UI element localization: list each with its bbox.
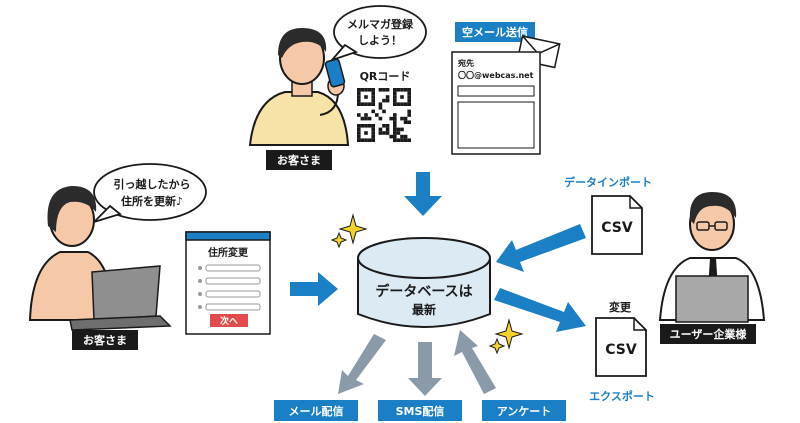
output-badge-survey: アンケート — [482, 400, 566, 421]
speech-bubble-left: 引っ越したから 住所を更新♪ — [93, 163, 207, 223]
customer-top-label: お客さま — [277, 153, 321, 167]
sparkle-icon-lower — [488, 318, 524, 355]
email-to-label: 宛先 — [457, 58, 474, 68]
next-button-label: 次へ — [220, 315, 238, 327]
form-fields — [198, 264, 261, 311]
company-label: ユーザー企業様 — [670, 327, 748, 341]
bubble-left-line2: 住所を更新♪ — [121, 194, 183, 208]
company-person-illustration — [658, 192, 766, 323]
company-badge: ユーザー企業様 — [660, 324, 756, 344]
arrow-down-from-email — [404, 172, 442, 216]
customer-left-illustration — [28, 186, 172, 331]
arrow-to-mail-delivery — [338, 334, 386, 394]
qr-code-icon — [355, 86, 413, 144]
sparkle-icon-upper — [330, 213, 368, 249]
arrow-to-export — [494, 288, 586, 332]
database-line2: 最新 — [412, 302, 436, 317]
qr-code-group: QRコード — [355, 70, 413, 144]
csv-import-text: CSV — [601, 220, 633, 236]
output-sms-label: SMS配信 — [396, 404, 445, 418]
customer-top-illustration — [248, 28, 350, 146]
empty-email-badge: 空メール送信 — [462, 25, 528, 39]
bubble-left-line1: 引っ越したから — [114, 177, 191, 191]
customer-left-label: お客さま — [83, 333, 127, 347]
address-change-form: 住所変更 次へ — [185, 231, 271, 335]
customer-left-badge: お客さま — [72, 330, 138, 350]
bubble-top-line2: しよう！ — [358, 34, 402, 47]
output-mail-label: メール配信 — [289, 404, 344, 418]
export-change-label: 変更 — [609, 300, 632, 314]
email-address: 〇〇@webcas.net — [458, 70, 534, 80]
import-label: データインポート — [564, 175, 652, 189]
csv-export-text: CSV — [605, 342, 637, 358]
arrow-from-import — [496, 224, 586, 272]
empty-email-card: 空メール送信 宛先 〇〇@webcas.net — [451, 22, 561, 155]
arrow-to-sms-delivery — [408, 342, 442, 396]
database-cylinder: データベースは 最新 — [357, 237, 491, 328]
csv-export-file-icon: CSV — [595, 317, 647, 377]
output-badge-sms: SMS配信 — [378, 400, 462, 421]
output-survey-label: アンケート — [497, 405, 552, 418]
bubble-top-line1: メルマガ登録 — [347, 17, 414, 31]
address-form-title: 住所変更 — [208, 246, 249, 259]
arrow-right-from-form — [290, 272, 338, 306]
output-badge-mail: メール配信 — [274, 400, 358, 421]
customer-top-badge: お客さま — [266, 150, 332, 170]
arrow-from-survey — [454, 330, 496, 394]
export-label: エクスポート — [589, 389, 655, 403]
database-line1: データベースは — [375, 283, 472, 300]
csv-import-file-icon: CSV — [591, 195, 643, 255]
speech-bubble-top: メルマガ登録 しよう！ — [329, 5, 427, 62]
qr-label: QRコード — [360, 70, 411, 83]
